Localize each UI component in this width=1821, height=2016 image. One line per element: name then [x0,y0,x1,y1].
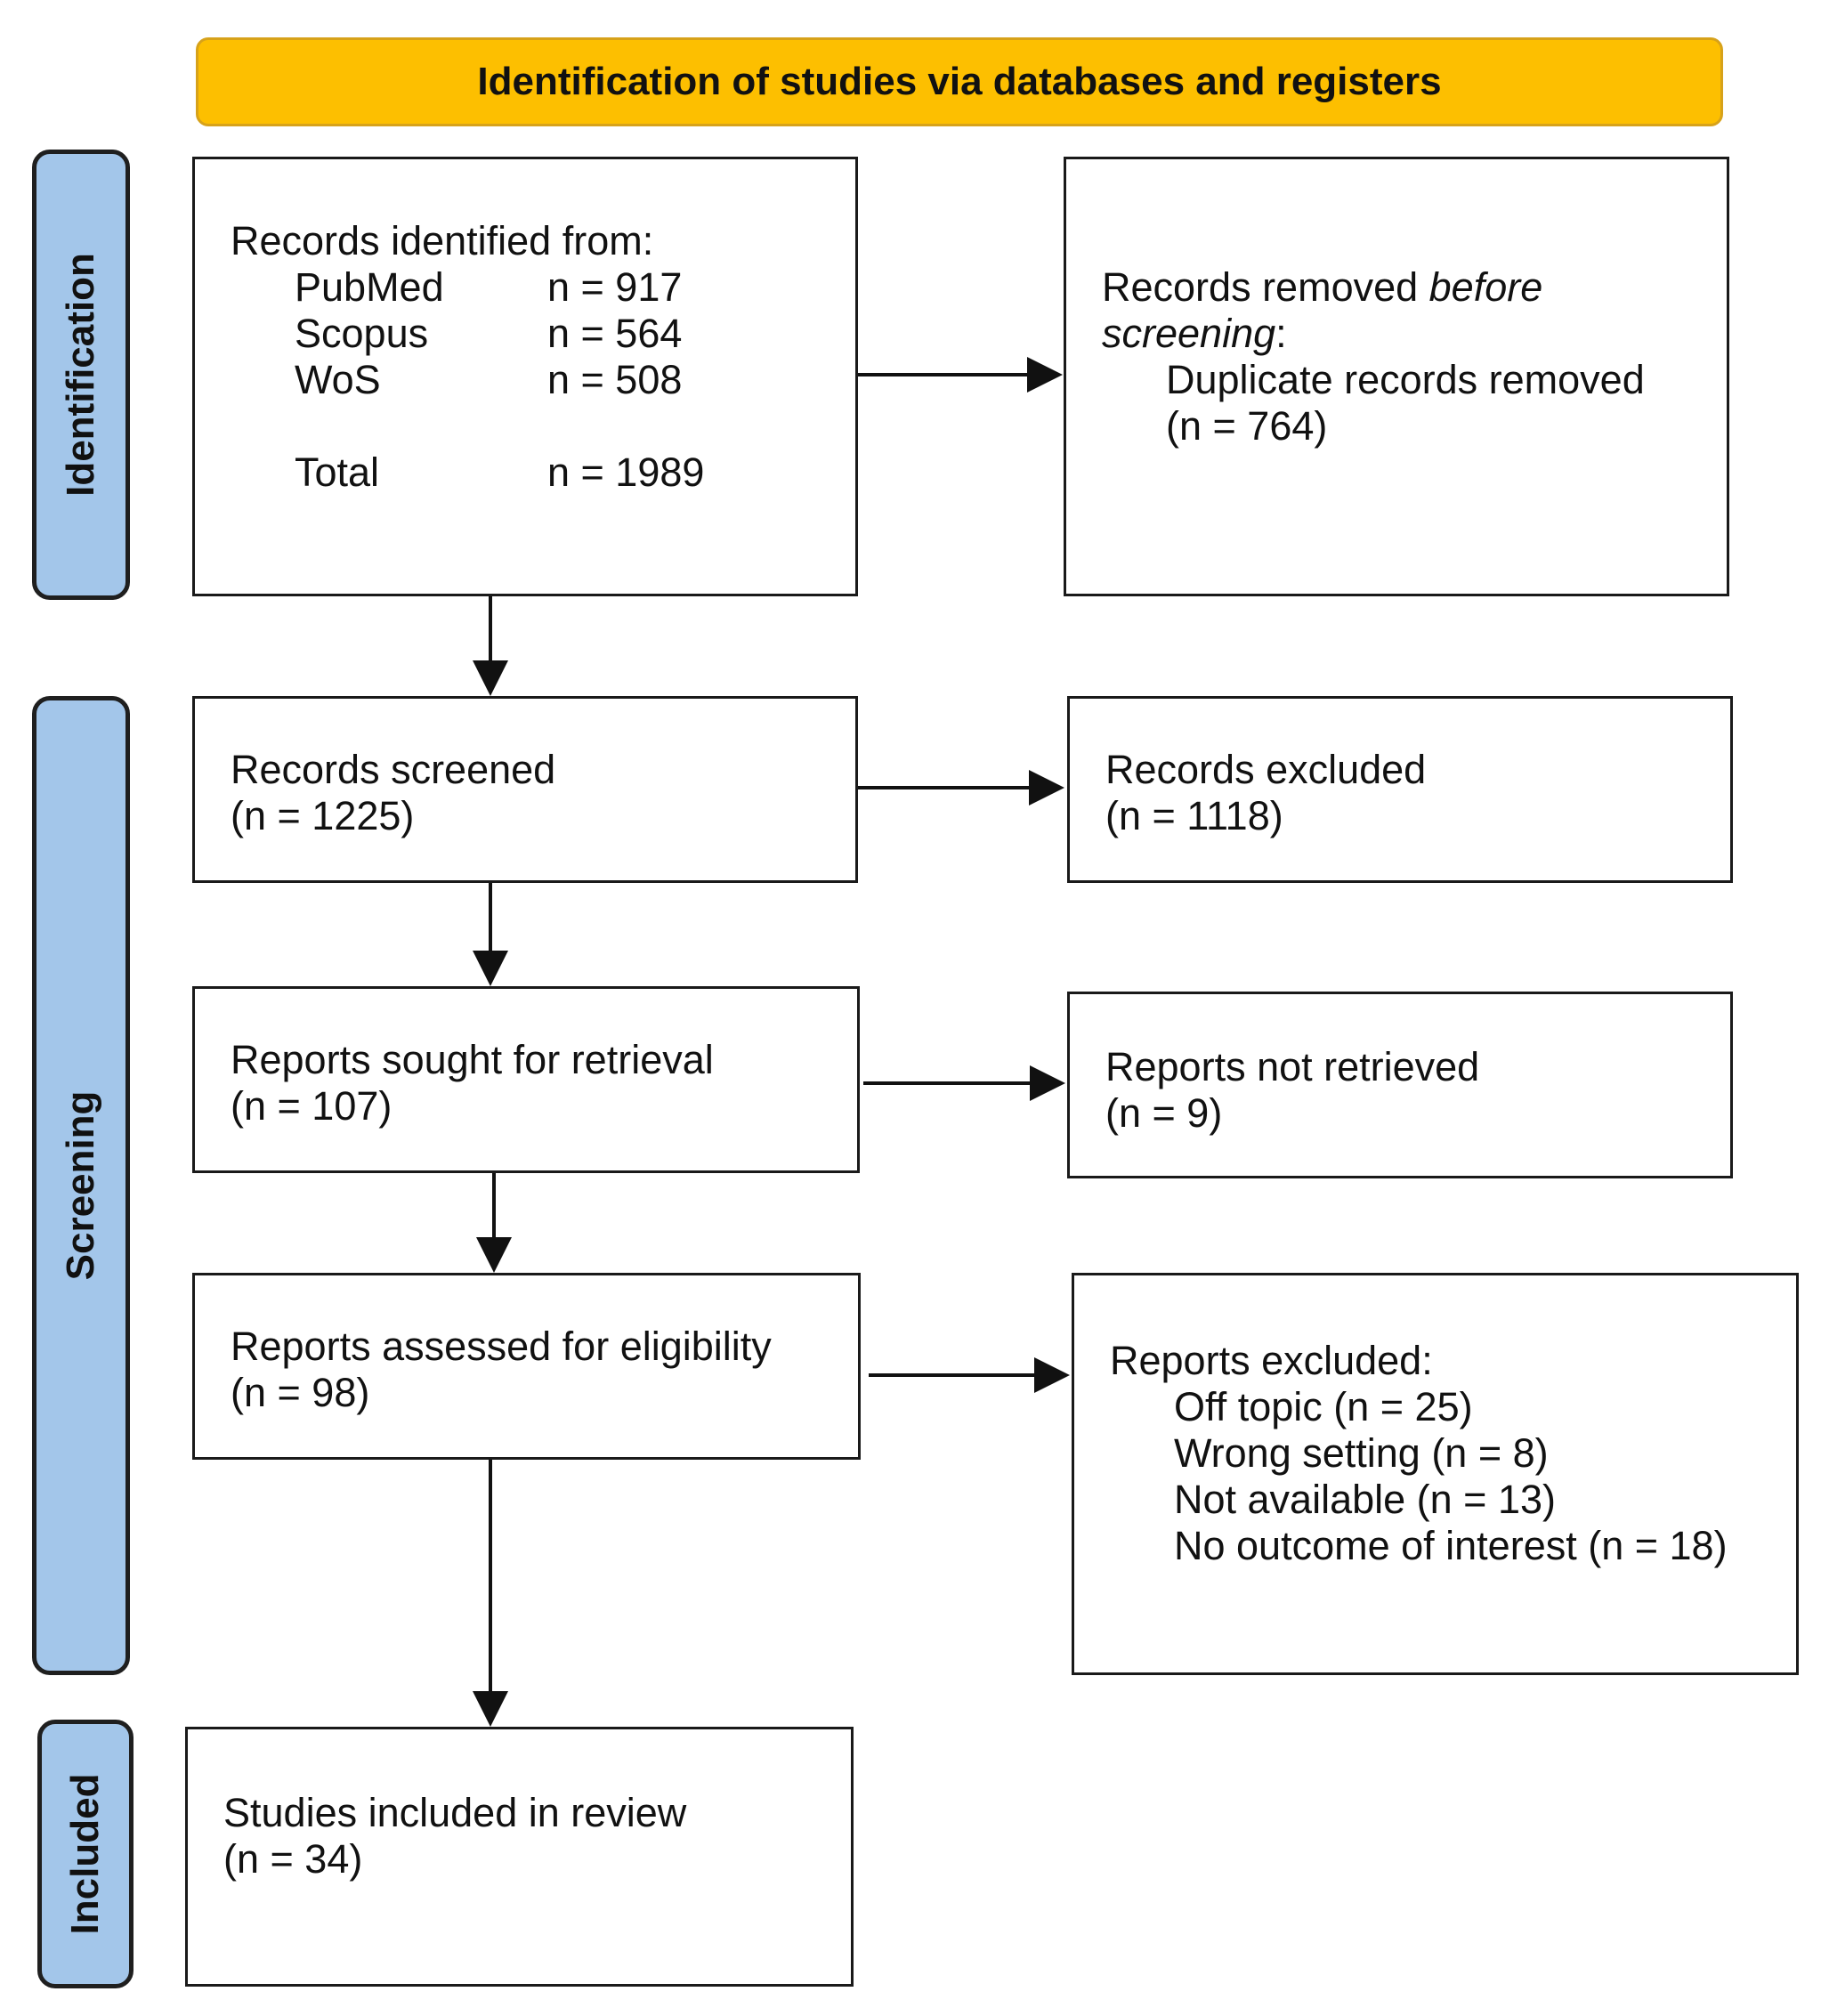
source-row-scopus: Scopus n = 564 [231,311,855,357]
records-excluded-box: Records excluded (n = 1118) [1067,696,1733,883]
exclusion-reason: Off topic (n = 25) [1174,1384,1473,1429]
removed-italic-screening: screening [1102,311,1276,356]
total-label: Total [295,449,380,495]
records-removed-title-2: screening: [1102,311,1727,357]
studies-included-count: (n = 34) [223,1836,363,1882]
exclusion-reason: No outcome of interest (n = 18) [1174,1523,1728,1568]
records-identified-title: Records identified from: [231,218,654,263]
reports-not-retrieved-box: Reports not retrieved (n = 9) [1067,992,1733,1178]
studies-included-label: Studies included in review [223,1790,687,1835]
reports-not-retrieved-count: (n = 9) [1105,1090,1223,1136]
phase-screening: Screening [32,696,130,1675]
removed-prefix: Records removed [1102,264,1429,310]
reports-assessed-box: Reports assessed for eligibility (n = 98… [192,1273,861,1460]
source-row-pubmed: PubMed n = 917 [231,264,855,311]
studies-included-box: Studies included in review (n = 34) [185,1727,854,1987]
records-excluded-label: Records excluded [1105,747,1427,792]
exclusion-reason: Wrong setting (n = 8) [1174,1430,1549,1476]
exclusion-reason: Not available (n = 13) [1174,1477,1556,1522]
reports-assessed-label: Reports assessed for eligibility [231,1324,772,1369]
reports-sought-box: Reports sought for retrieval (n = 107) [192,986,860,1173]
removed-colon: : [1275,311,1287,356]
phase-identification: Identification [32,150,130,600]
total-row: Total n = 1989 [231,449,855,496]
total-count: n = 1989 [547,449,705,495]
source-name: PubMed [295,264,444,310]
source-name: Scopus [295,311,429,356]
reports-sought-count: (n = 107) [231,1083,393,1129]
source-name: WoS [295,357,381,402]
reports-excluded-title: Reports excluded: [1110,1338,1433,1383]
records-screened-box: Records screened (n = 1225) [192,696,858,883]
header-title: Identification of studies via databases … [477,60,1442,103]
header-banner: Identification of studies via databases … [196,37,1723,126]
records-identified-box: Records identified from: PubMed n = 917 … [192,157,858,596]
records-excluded-count: (n = 1118) [1105,793,1283,838]
duplicate-records-label: Duplicate records removed [1166,357,1645,402]
records-screened-count: (n = 1225) [231,793,415,838]
records-screened-label: Records screened [231,747,556,792]
reports-not-retrieved-label: Reports not retrieved [1105,1044,1480,1089]
reports-excluded-box: Reports excluded: Off topic (n = 25) Wro… [1072,1273,1799,1675]
reports-assessed-count: (n = 98) [231,1370,370,1415]
records-removed-box: Records removed before screening: Duplic… [1064,157,1729,596]
phase-included: Included [37,1720,134,1988]
duplicate-records-count: (n = 764) [1166,403,1328,449]
source-count: n = 917 [547,264,683,310]
removed-italic-before: before [1428,264,1543,310]
source-count: n = 564 [547,311,683,356]
source-row-wos: WoS n = 508 [231,357,855,403]
records-removed-title: Records removed before [1102,264,1727,311]
source-count: n = 508 [547,357,683,402]
reports-sought-label: Reports sought for retrieval [231,1037,714,1082]
